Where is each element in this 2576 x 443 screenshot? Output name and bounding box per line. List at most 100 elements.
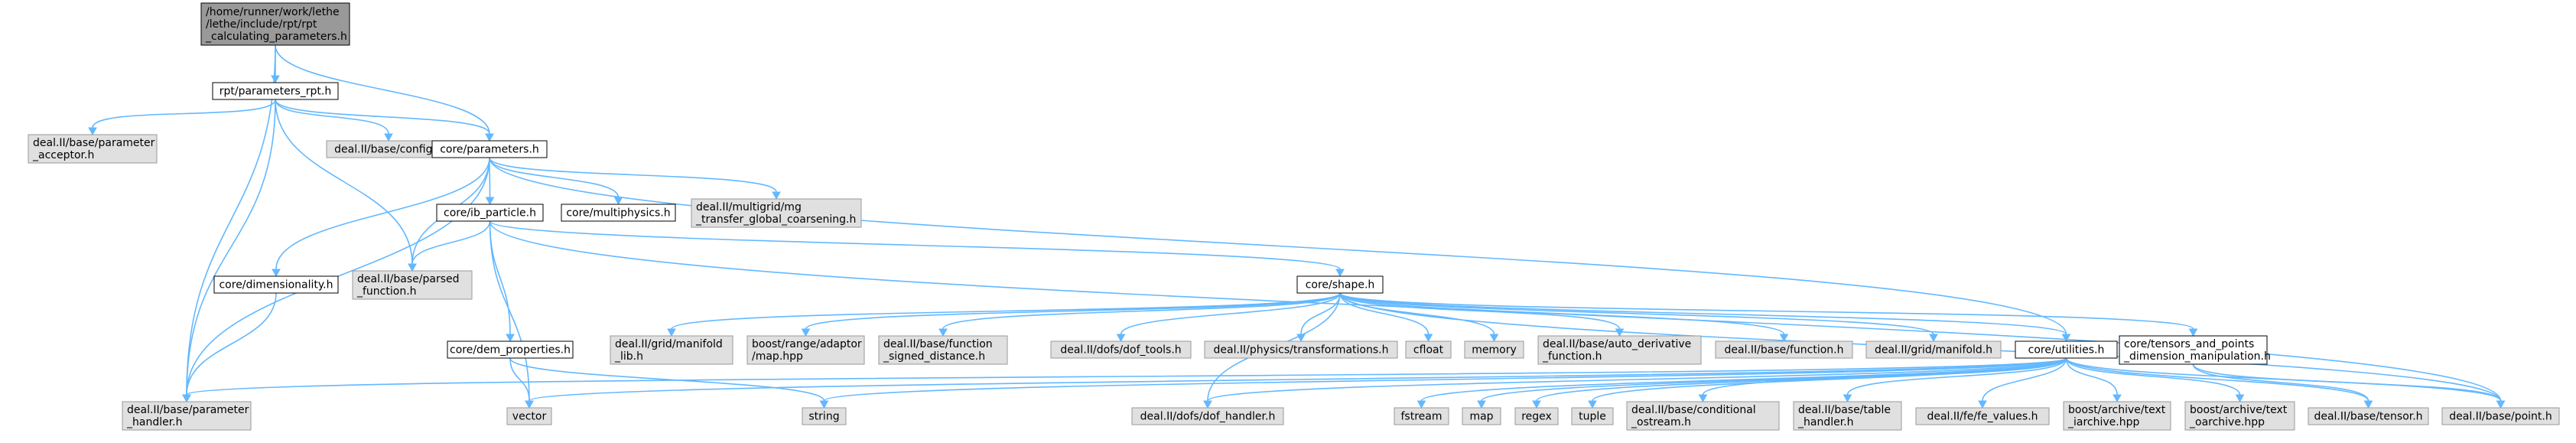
node-label: boost/archive/text [2190,404,2288,416]
edge-core_parameters-to-multiphysics [489,157,620,198]
node-label: core/tensors_and_points [2124,338,2254,350]
node-dimensionality[interactable]: core/dimensionality.h [213,275,339,294]
node-label: _transfer_global_coarsening.h [695,213,856,226]
node-box [746,335,865,365]
node-label: deal.II/base/function [883,338,993,350]
node-label: deal.II/base/tensor.h [2314,411,2422,423]
edge-utilities-to-text_oarchive [2065,357,2241,396]
node-label: deal.II/base/point.h [2449,411,2552,423]
node-box [506,407,552,425]
node-box [212,82,339,100]
node-box [561,204,676,222]
node-box [1296,275,1384,294]
arrowhead-utilities-to-dof_handler [1203,400,1212,409]
arrowhead-utilities-to-text_iarchive [2113,394,2122,403]
arrowhead-utilities-to-regex [1532,400,1541,409]
node-label: deal.II/base/function.h [1725,344,1844,357]
node-box [1915,407,2050,425]
edge-utilities-to-tensor [2065,357,2369,402]
node-fstream: fstream [1394,407,1449,425]
node-auto-derivative: deal.II/base/auto_derivative_function.h [1537,335,1702,365]
node-box [1464,340,1524,359]
arrowhead-core_parameters-to-multiphysics [613,197,623,206]
arrowhead-utilities-to-conditional_ostream [1698,394,1708,403]
edge-ib_particle-to-shape [489,220,1341,270]
node-rpt-parameters[interactable]: rpt/parameters_rpt.h [212,82,339,100]
node-label: _acceptor.h [32,149,94,161]
node-box [1050,340,1192,359]
arrowhead-shape-to-grid_manifold [1929,334,1938,343]
node-box [122,401,252,431]
node-label: deal.II/grid/manifold [615,338,723,350]
edge-core_parameters-to-dimensionality [275,157,490,270]
node-label: /map.hpp [752,350,803,363]
node-regex: regex [1514,407,1559,425]
edge-root-to-core_parameters [275,44,490,135]
node-table-handler: deal.II/base/table_handler.h [1793,401,1902,431]
node-dem-properties[interactable]: core/dem_properties.h [447,340,574,359]
edge-shape-to-signed_distance [942,292,1341,330]
node-label: string [808,411,839,423]
node-root[interactable]: /home/runner/work/lethe/lethe/include/rp… [200,2,350,46]
node-label: deal.II/fe/fe_values.h [1927,411,2038,423]
node-conditional-ostream: deal.II/base/conditional_ostream.h [1626,401,1780,431]
arrowhead-shape-to-memory [1489,334,1499,343]
arrowhead-utilities-to-vector [525,400,534,409]
arrowhead-shape-to-utilities [2061,334,2071,343]
node-label: deal.II/multigrid/mg [696,201,802,213]
node-ib-particle[interactable]: core/ib_particle.h [436,204,544,222]
arrowhead-utilities-to-tuple [1588,400,1597,409]
arrowhead-utilities-to-fstream [1416,400,1426,409]
edge-shape-to-auto_derivative [1339,292,1621,330]
node-core-parameters[interactable]: core/parameters.h [431,140,548,158]
node-multiphysics[interactable]: core/multiphysics.h [561,204,676,222]
node-label: _calculating_parameters.h [205,31,347,43]
node-box [200,2,350,46]
node-point: deal.II/base/point.h [2441,407,2560,425]
node-label: /lethe/include/rpt/rpt [206,18,317,31]
arrowhead-tensors_points-to-point [2496,400,2506,409]
node-label: deal.II/base/parsed [357,273,460,285]
node-box [1793,401,1902,431]
arrowhead-utilities-to-string [819,400,829,409]
edge-rpt_parameters-to-core_parameters [275,99,490,135]
node-tensors-points[interactable]: core/tensors_and_points_dimension_manipu… [2119,335,2271,365]
node-grid-manifold-lib: deal.II/grid/manifold_lib.h [610,335,733,365]
node-label: deal.II/dofs/dof_handler.h [1140,411,1276,423]
node-box [691,198,862,228]
node-label: memory [1472,344,1517,357]
node-label: _function.h [356,285,417,298]
node-label: deal.II/physics/transformations.h [1214,344,1389,357]
arrowhead-tensors_points-to-tensor [2363,400,2373,409]
edge-utilities-to-table_handler [1846,357,2067,396]
node-box [1715,340,1853,359]
arrowhead-ib_particle-to-dem_properties [506,334,515,343]
node-dof-tools: deal.II/dofs/dof_tools.h [1050,340,1192,359]
node-param-handler: deal.II/base/parameter_handler.h [122,401,252,431]
edge-utilities-to-fe_values [1982,357,2067,402]
node-box [1537,335,1702,365]
arrowhead-root-to-rpt_parameters [271,75,280,84]
arrowhead-utilities-to-map [1477,400,1486,409]
edge-utilities-to-dof_handler [1207,357,2067,402]
edge-dem_properties-to-string [509,357,825,402]
node-label: vector [512,411,547,423]
arrowhead-core_parameters-to-ib_particle [485,197,495,206]
node-utilities[interactable]: core/utilities.h [2015,340,2118,359]
node-label: core/parameters.h [440,144,539,156]
node-param-acceptor: deal.II/base/parameter_acceptor.h [28,134,158,164]
node-label: boost/range/adaptor [752,338,862,350]
node-box [1462,407,1501,425]
node-shape[interactable]: core/shape.h [1296,275,1384,294]
node-label: map [1469,411,1493,423]
edge-ib_particle-to-parsed_function [411,220,491,265]
edge-dem_properties-to-vector [509,357,530,402]
arrowhead-utilities-to-param_handler [182,394,191,403]
edge-shape-to-boost_map [805,292,1341,330]
edge-utilities-to-conditional_ostream [1702,357,2067,396]
node-label: _iarchive.hpp [2067,416,2139,428]
node-label: _function.h [1542,350,1602,363]
edge-utilities-to-text_iarchive [2065,357,2118,396]
node-label: deal.II/base/auto_derivative [1543,338,1691,350]
